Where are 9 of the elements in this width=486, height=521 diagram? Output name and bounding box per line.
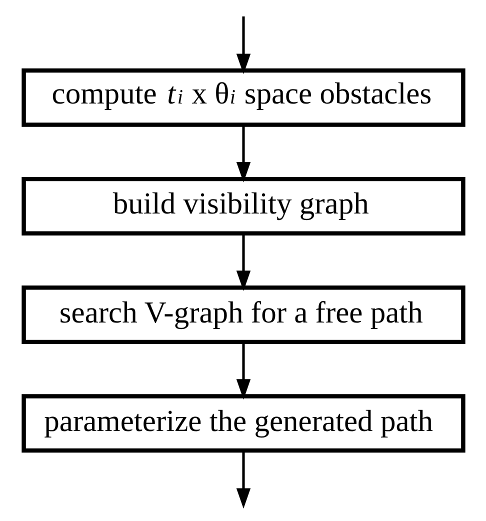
arrow — [236, 342, 250, 400]
arrow — [236, 233, 250, 291]
node-box: compute ti x θi space obstacles — [21, 68, 465, 127]
arrow — [236, 16, 250, 74]
node-box: build visibility graph — [21, 176, 465, 236]
arrow — [236, 124, 250, 182]
node-box: parameterize the generated path — [21, 394, 465, 453]
node-box: search V-graph for a free path — [21, 286, 465, 344]
arrow — [236, 450, 250, 509]
